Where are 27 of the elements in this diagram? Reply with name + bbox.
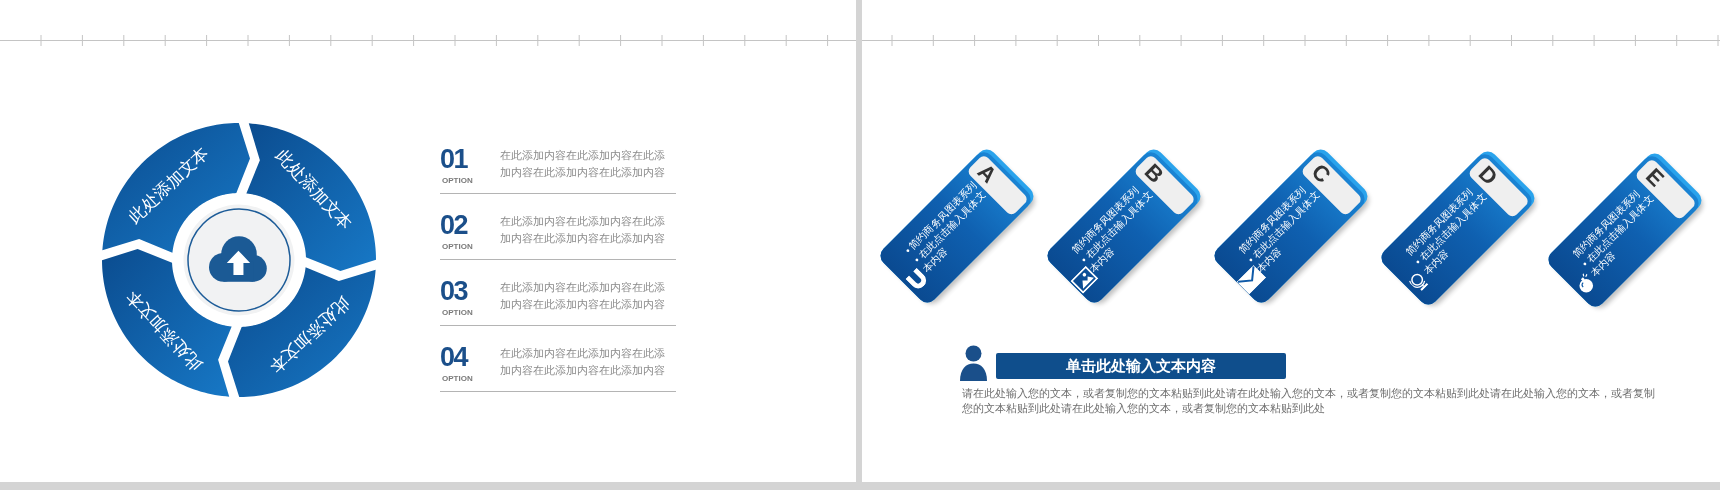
segment-label: 此处添加文本 <box>122 285 207 374</box>
arrow-segment <box>246 123 376 271</box>
option-caption: OPTION <box>442 308 473 317</box>
option-text: 在此添加内容在此添加内容在此添加内容在此添加内容在此添加内容 <box>500 148 666 180</box>
segment-label: 此处添加文本 <box>125 143 214 228</box>
arrow-segment <box>228 267 376 397</box>
heading-banner: 单击此处输入文本内容 <box>996 353 1286 379</box>
option-caption: OPTION <box>442 242 473 251</box>
card-letter: E <box>1641 165 1668 191</box>
hub-circle <box>183 204 295 316</box>
option-number: 01 <box>440 146 468 173</box>
card-letter: B <box>1139 160 1167 188</box>
option-caption: OPTION <box>442 374 473 383</box>
option-text: 在此添加内容在此添加内容在此添加内容在此添加内容在此添加内容 <box>500 214 666 246</box>
segment-label: 此处添加文本 <box>264 292 353 377</box>
arrow-segment <box>102 249 232 397</box>
option-number: 03 <box>440 278 468 305</box>
option-text: 在此添加内容在此添加内容在此添加内容在此添加内容在此添加内容 <box>500 280 666 312</box>
option-number: 02 <box>440 212 468 239</box>
arrow-segment <box>102 123 250 253</box>
card-letter: D <box>1473 162 1501 190</box>
option-number: 04 <box>440 344 468 371</box>
segment-label: 此处添加文本 <box>271 146 356 235</box>
body-paragraph: 请在此处输入您的文本，或者复制您的文本粘贴到此处请在此处输入您的文本，或者复制您的文本粘贴到此处请在此处输入您的文本，或者复制您的文本粘贴到此处请在此处输入您的文本，或者复制您的文本粘贴到此处 <box>962 386 1656 416</box>
option-text: 在此添加内容在此添加内容在此添加内容在此添加内容在此添加内容 <box>500 346 666 378</box>
option-caption: OPTION <box>442 176 473 185</box>
card-letter: C <box>1306 160 1334 188</box>
